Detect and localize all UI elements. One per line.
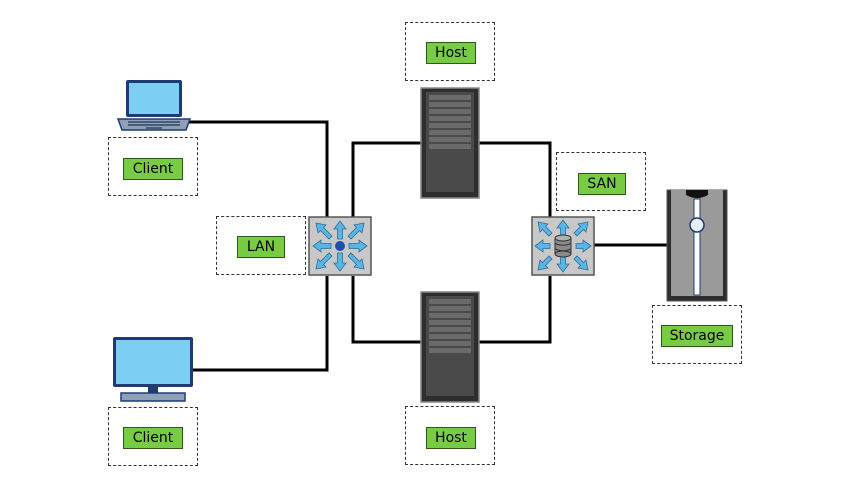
link-client-top-lan bbox=[186, 120, 329, 217]
client-top-label-box: Client bbox=[108, 137, 198, 196]
server-tower-icon bbox=[420, 87, 480, 199]
laptop-icon bbox=[116, 80, 192, 131]
client-top-label: Client bbox=[123, 158, 183, 180]
client-bottom-label-box: Client bbox=[108, 407, 198, 466]
server-tower-icon bbox=[420, 291, 480, 403]
link-client-bottom-lan bbox=[193, 276, 329, 372]
link-host-bottom-san bbox=[478, 276, 552, 344]
san-switch-icon bbox=[531, 216, 595, 276]
desktop-monitor-icon bbox=[113, 337, 193, 402]
storage-label-box: Storage bbox=[652, 305, 742, 364]
link-lan-host-bottom bbox=[351, 276, 422, 344]
lan-label-box: LAN bbox=[216, 216, 306, 275]
link-host-top-san bbox=[478, 141, 552, 217]
lan-switch-icon bbox=[308, 216, 372, 276]
storage-label: Storage bbox=[661, 325, 733, 347]
san-label-box: SAN bbox=[556, 152, 646, 211]
link-lan-host-top bbox=[351, 141, 422, 217]
client-bottom-label: Client bbox=[123, 427, 183, 449]
host-bottom-label-box: Host bbox=[405, 406, 495, 465]
host-top-label: Host bbox=[426, 42, 476, 64]
san-label: SAN bbox=[578, 173, 626, 195]
database-icon bbox=[554, 234, 572, 258]
host-bottom-label: Host bbox=[426, 427, 476, 449]
storage-array-icon bbox=[666, 189, 728, 302]
lan-label: LAN bbox=[237, 236, 285, 258]
host-top-label-box: Host bbox=[405, 22, 495, 81]
